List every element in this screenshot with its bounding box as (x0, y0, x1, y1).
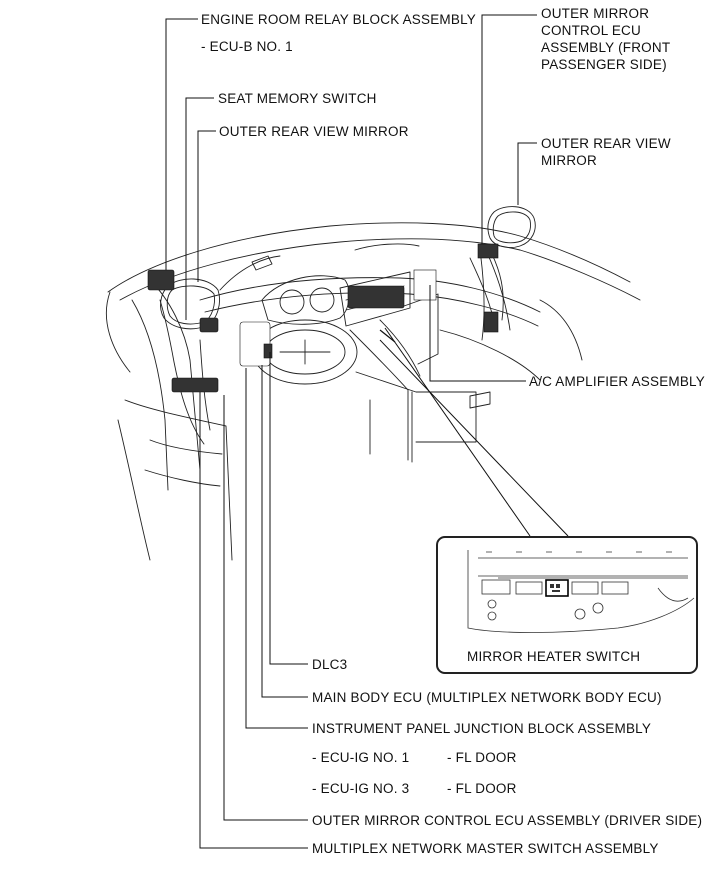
leader-outer-mirror-left (197, 130, 216, 282)
instrument-cluster (261, 275, 350, 325)
label-dlc3: DLC3 (312, 657, 348, 672)
label-ecu-b-no1: - ECU-B NO. 1 (201, 39, 293, 54)
inset-panel-illustration (467, 550, 695, 633)
label-outer-mirror-ecu-passenger: OUTER MIRROR CONTROL ECU ASSEMBLY (FRONT… (541, 6, 671, 72)
leader-seat-memory (185, 97, 214, 320)
label-engine-room-relay-block: ENGINE ROOM RELAY BLOCK ASSEMBLY (201, 12, 476, 27)
leader-driver-ecu (223, 395, 308, 821)
label-ecu-ig-no3: - ECU-IG NO. 3 (312, 781, 410, 796)
dashboard-outline (199, 277, 541, 313)
right-mirror (487, 206, 536, 249)
relay-block-shape (147, 269, 175, 291)
leader-passenger-ecu (481, 14, 537, 244)
leader-master-switch (199, 392, 308, 849)
left-door-outline (124, 399, 233, 561)
passenger-mirror-ecu-shape (477, 243, 499, 259)
label-instrument-panel-junction-block: INSTRUMENT PANEL JUNCTION BLOCK ASSEMBLY (312, 721, 652, 736)
ac-amplifier-shape (413, 269, 437, 301)
center-console (339, 271, 411, 327)
leader-body-ecu (261, 365, 308, 698)
seat-memory-switch-shape (199, 317, 219, 333)
label-mirror-heater-switch: MIRROR HEATER SWITCH (467, 649, 641, 664)
label-outer-mirror-ecu-driver: OUTER MIRROR CONTROL ECU ASSEMBLY (DRIVE… (312, 813, 703, 828)
mirror-heater-switch-highlight (545, 579, 569, 597)
label-main-body-ecu: MAIN BODY ECU (MULTIPLEX NETWORK BODY EC… (312, 690, 662, 705)
windshield-outline (107, 222, 631, 293)
label-outer-rear-view-mirror-right: OUTER REAR VIEW MIRROR (541, 136, 671, 168)
label-seat-memory-switch: SEAT MEMORY SWITCH (218, 91, 377, 106)
leader-engine-room (165, 18, 198, 270)
label-multiplex-master-switch: MULTIPLEX NETWORK MASTER SWITCH ASSEMBLY (312, 841, 659, 856)
callout-line-a (384, 327, 531, 537)
master-switch-shape (171, 377, 219, 393)
leader-junction-block (245, 368, 308, 729)
callout-line-b (379, 339, 569, 537)
label-fl-door-2: - FL DOOR (447, 781, 517, 796)
label-ac-amplifier-assembly: A/C AMPLIFIER ASSEMBLY (529, 374, 705, 389)
label-outer-rear-view-mirror-left: OUTER REAR VIEW MIRROR (219, 124, 409, 139)
leader-outer-mirror-right (517, 142, 537, 205)
label-ecu-ig-no1: - ECU-IG NO. 1 (312, 750, 410, 765)
label-fl-door-1: - FL DOOR (447, 750, 517, 765)
mirror-heater-switch-inset (436, 536, 698, 674)
leader-ac-amplifier (429, 285, 526, 382)
leader-dlc3 (269, 352, 308, 665)
